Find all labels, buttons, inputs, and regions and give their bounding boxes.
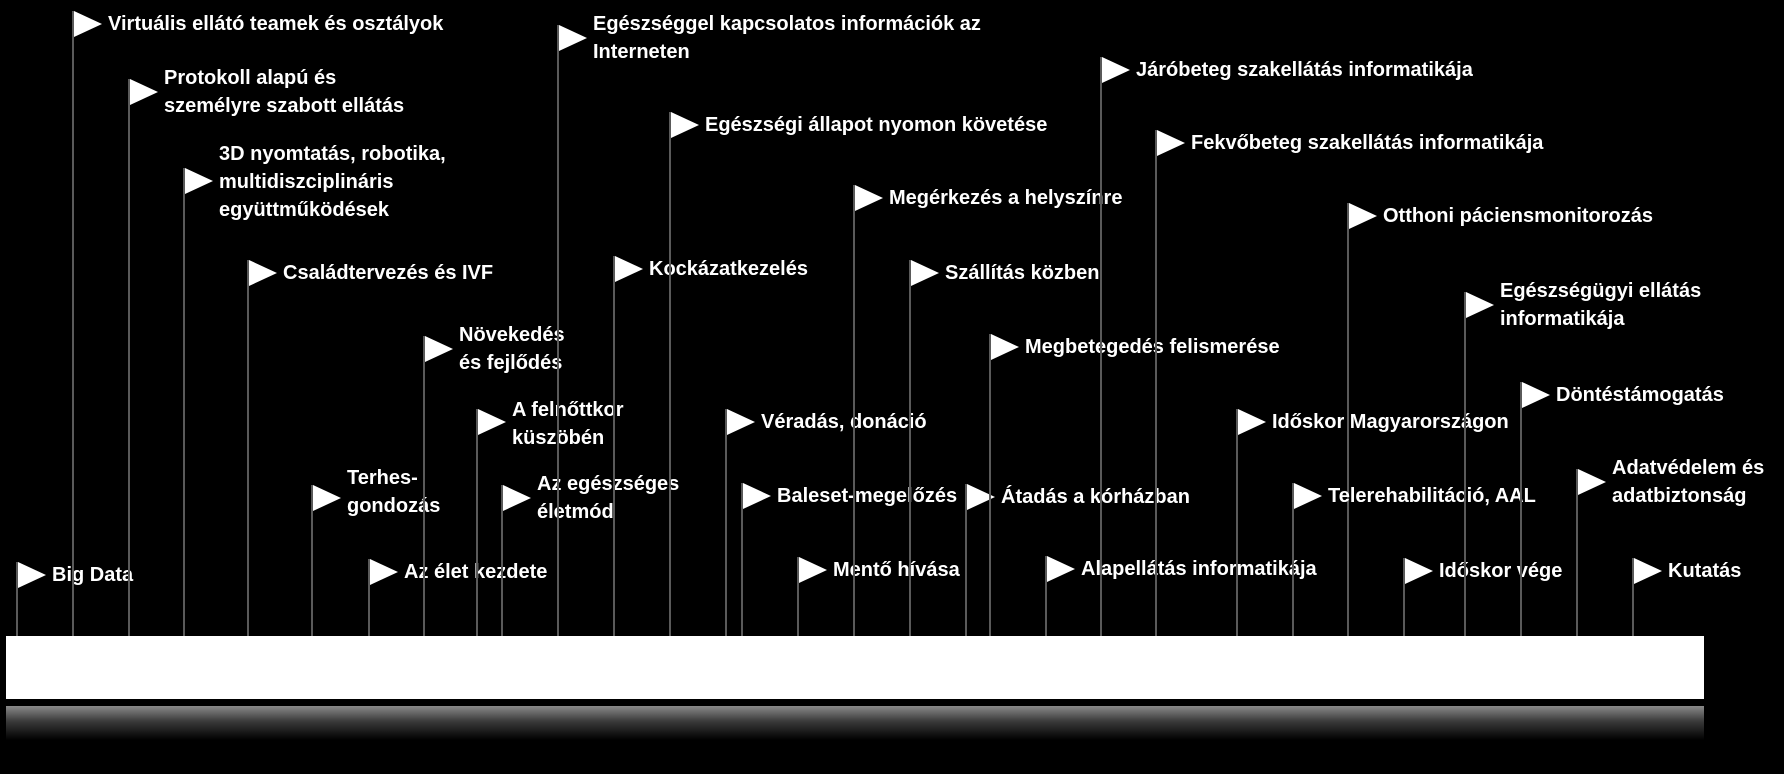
- flag-label-szallitas: Szállítás közben: [945, 262, 1100, 284]
- flag-pole: [1155, 130, 1157, 636]
- flag-label-kutatas: Kutatás: [1668, 560, 1742, 582]
- flag-triangle-icon: [911, 260, 939, 286]
- flag-pole: [311, 485, 313, 636]
- flag-pole: [128, 79, 130, 636]
- flag-pole: [965, 484, 967, 636]
- flag-pole: [1576, 469, 1578, 636]
- flag-label-csaladtervezes: Családtervezés és IVF: [283, 262, 494, 284]
- flag-label-idoskor-magyar: Időskor Magyarországon: [1272, 411, 1509, 433]
- flag-label-felnottkor: A felnőttkor küszöbén: [512, 399, 624, 449]
- flag-triangle-icon: [727, 409, 755, 435]
- flag-triangle-icon: [1238, 409, 1266, 435]
- flag-label-3d-nyomtatas: 3D nyomtatás, robotika, multidiszcipliná…: [219, 143, 446, 221]
- flag-pole: [1632, 558, 1634, 636]
- timeline-bar: [6, 636, 1704, 699]
- flag-label-protokoll: Protokoll alapú és személyre szabott ell…: [164, 67, 405, 117]
- flag-triangle-icon: [1102, 57, 1130, 83]
- flag-pole: [741, 483, 743, 636]
- timeline-bar-reflection: [6, 706, 1704, 740]
- flag-pole: [501, 485, 503, 636]
- flag-triangle-icon: [185, 168, 213, 194]
- flag-label-egeszseg-internet: Egészséggel kapcsolatos információk az I…: [593, 13, 981, 63]
- flag-pole: [423, 336, 425, 636]
- flag-pole: [1045, 556, 1047, 636]
- flag-triangle-icon: [1522, 382, 1550, 408]
- flag-pole: [1292, 483, 1294, 636]
- flag-pole: [1347, 203, 1349, 636]
- flag-pole: [989, 334, 991, 636]
- flag-triangle-icon: [130, 79, 158, 105]
- flag-triangle-icon: [1405, 558, 1433, 584]
- flag-triangle-icon: [478, 409, 506, 435]
- flag-triangle-icon: [1349, 203, 1377, 229]
- flag-label-elet-kezdete: Az élet kezdete: [404, 561, 548, 583]
- flag-pole: [853, 185, 855, 636]
- flag-label-veradas: Véradás, donáció: [761, 411, 927, 433]
- flag-triangle-icon: [1634, 558, 1662, 584]
- flag-label-allapot-kovetes: Egészségi állapot nyomon követése: [705, 114, 1048, 136]
- flag-pole: [247, 260, 249, 636]
- flag-label-fekvobeteg: Fekvőbeteg szakellátás informatikája: [1191, 132, 1544, 154]
- flag-label-virtualis: Virtuális ellátó teamek és osztályok: [108, 13, 444, 35]
- flag-pole: [72, 11, 74, 636]
- flag-triangle-icon: [1047, 556, 1075, 582]
- flag-pole: [16, 562, 18, 636]
- flag-label-kockazatkezeles: Kockázatkezelés: [649, 258, 808, 280]
- flag-triangle-icon: [249, 260, 277, 286]
- flag-pole: [669, 112, 671, 636]
- flag-label-terhesgondozas: Terhes- gondozás: [347, 467, 441, 517]
- flag-pole: [476, 409, 478, 636]
- flag-label-telerehab: Telerehabilitáció, AAL: [1328, 485, 1536, 507]
- flag-pole: [1464, 292, 1466, 636]
- flag-label-jarobeteg: Járóbeteg szakellátás informatikája: [1136, 59, 1473, 81]
- flag-triangle-icon: [615, 256, 643, 282]
- flag-triangle-icon: [1466, 292, 1494, 318]
- flag-label-atadas: Átadás a kórházban: [1001, 486, 1190, 508]
- flag-pole: [1520, 382, 1522, 636]
- flag-label-alapellatas: Alapellátás informatikája: [1081, 558, 1317, 580]
- flag-pole: [368, 559, 370, 636]
- flag-pole: [557, 25, 559, 636]
- flag-pole: [725, 409, 727, 636]
- flag-label-idoskor-vege: Időskor vége: [1439, 560, 1563, 582]
- flag-pole: [909, 260, 911, 636]
- flag-label-megerkezes: Megérkezés a helyszínre: [889, 187, 1123, 209]
- flag-pole: [797, 557, 799, 636]
- flag-triangle-icon: [1578, 469, 1606, 495]
- flag-triangle-icon: [74, 11, 102, 37]
- flag-label-big-data: Big Data: [52, 564, 134, 586]
- flag-pole: [183, 168, 185, 636]
- flag-pole: [1403, 558, 1405, 636]
- flag-triangle-icon: [503, 485, 531, 511]
- flag-triangle-icon: [425, 336, 453, 362]
- flag-pole: [613, 256, 615, 636]
- flag-triangle-icon: [370, 559, 398, 585]
- flag-label-egeszseges-eletmod: Az egészséges életmód: [537, 473, 680, 523]
- flag-label-otthoni: Otthoni páciensmonitorozás: [1383, 205, 1654, 227]
- flag-triangle-icon: [559, 25, 587, 51]
- flag-pole: [1236, 409, 1238, 636]
- flag-label-dontestamogatas: Döntéstámogatás: [1556, 384, 1724, 406]
- flag-triangle-icon: [1294, 483, 1322, 509]
- flag-triangle-icon: [671, 112, 699, 138]
- flag-label-megbetegedes: Megbetegedés felismerése: [1025, 336, 1280, 358]
- flag-triangle-icon: [313, 485, 341, 511]
- flag-triangle-icon: [18, 562, 46, 588]
- flag-triangle-icon: [743, 483, 771, 509]
- flag-triangle-icon: [991, 334, 1019, 360]
- flag-label-novekedes: Növekedés és fejlődés: [459, 324, 565, 374]
- flag-label-mento-hivasa: Mentő hívása: [833, 559, 960, 581]
- flag-label-egeszsegugyi-info: Egészségügyi ellátás informatikája: [1500, 280, 1702, 330]
- flag-triangle-icon: [799, 557, 827, 583]
- flag-triangle-icon: [1157, 130, 1185, 156]
- flag-pole: [1100, 57, 1102, 636]
- flag-label-adatvedelem: Adatvédelem és adatbiztonság: [1612, 457, 1765, 507]
- flag-triangle-icon: [855, 185, 883, 211]
- flag-label-baleset: Baleset-megelőzés: [777, 485, 958, 507]
